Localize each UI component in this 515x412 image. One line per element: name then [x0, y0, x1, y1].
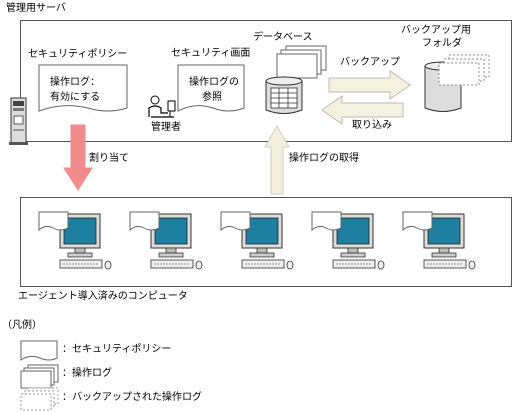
policy-doc-line2: 有効にする	[50, 92, 101, 103]
import-arrow-label: 取り込み	[352, 120, 392, 131]
computer-icon	[402, 211, 476, 270]
legend-policy-doc-icon	[20, 340, 58, 361]
assign-arrow	[63, 124, 93, 191]
collect-arrow-label: 操作ログの取得	[289, 153, 359, 164]
backup-folder-label-2: フォルダ	[422, 38, 462, 49]
computer-icon	[129, 211, 203, 270]
legend-item-policy: ：セキュリティポリシー	[62, 344, 172, 355]
backup-folder-icon	[424, 54, 490, 112]
collect-arrow	[264, 124, 290, 195]
legend-oplog-stack-icon	[20, 364, 59, 389]
assign-arrow-label: 割り当て	[89, 153, 129, 164]
policy-doc-icon	[38, 64, 128, 112]
legend-title: （凡例）	[2, 320, 42, 331]
administrator-icon	[148, 95, 176, 118]
server-title: 管理用サーバ	[6, 3, 66, 14]
agents-label: エージェント導入済みのコンピュータ	[18, 291, 188, 302]
backup-folder-label-1: バックアップ用	[401, 25, 471, 36]
legend-backup-oplog-stack-icon	[20, 387, 59, 411]
legend-item-backup-oplog: ：バックアップされた操作ログ	[62, 392, 202, 403]
computer-icon	[38, 211, 112, 270]
agent-computer	[129, 208, 209, 278]
db-label: データベース	[253, 32, 313, 43]
backup-arrow	[328, 70, 411, 100]
screen-doc-line1: 操作ログの	[189, 77, 239, 88]
computer-icon	[220, 211, 294, 270]
database-icon	[265, 76, 303, 114]
agent-computer	[38, 208, 118, 278]
agent-computer	[402, 208, 482, 278]
screen-doc-icon	[177, 64, 245, 112]
screen-doc-line2: 参照	[202, 92, 222, 103]
agent-computer	[311, 208, 391, 278]
import-arrow	[321, 95, 404, 125]
agent-computer	[220, 208, 300, 278]
legend-item-oplog: ：操作ログ	[62, 368, 112, 379]
computer-icon	[311, 211, 385, 270]
policy-label: セキュリティポリシー	[28, 49, 128, 60]
policy-doc-line1: 操作ログ：	[50, 77, 100, 88]
screen-label: セキュリティ画面	[171, 48, 251, 59]
oplog-stack-icon	[276, 45, 327, 79]
server-tower-icon	[9, 97, 28, 145]
backup-arrow-label: バックアップ	[340, 57, 400, 68]
admin-label: 管理者	[151, 122, 181, 133]
